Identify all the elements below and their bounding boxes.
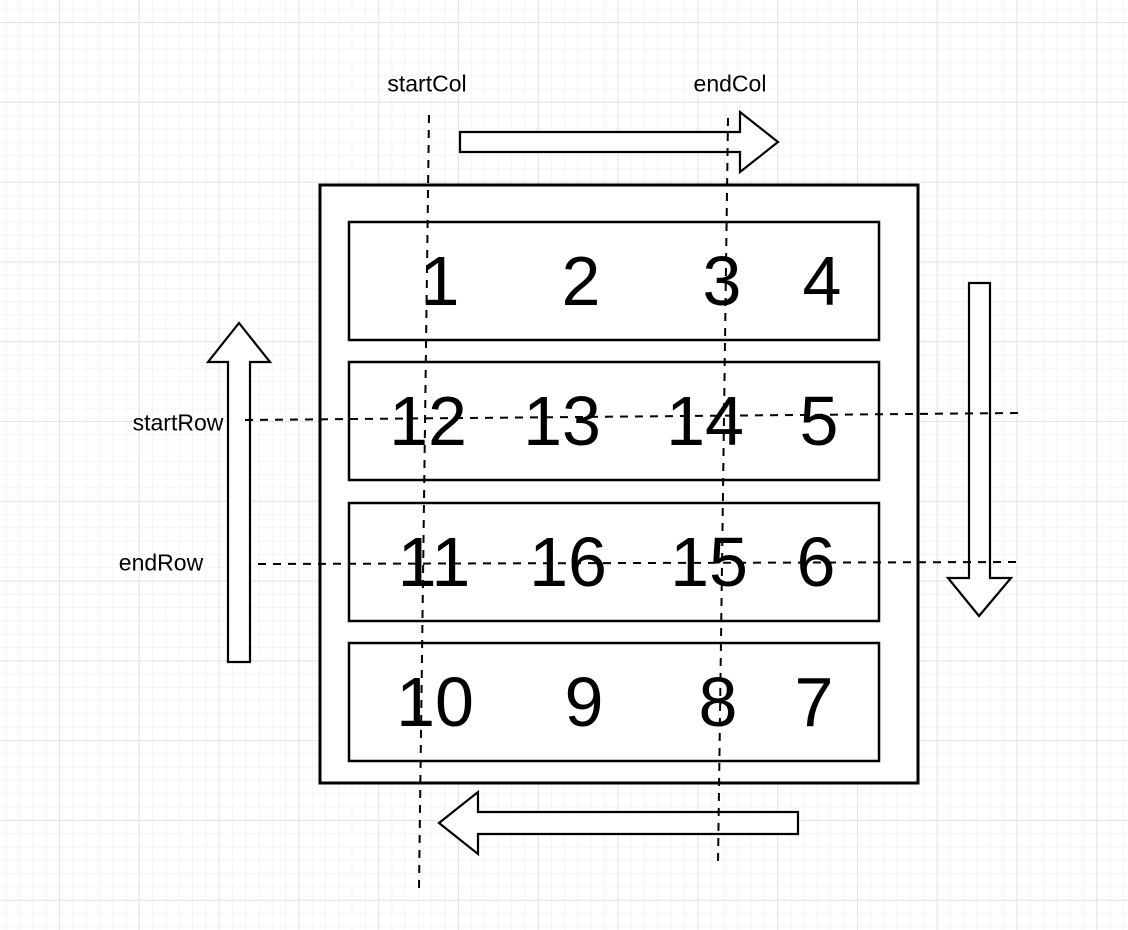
matrix-row-box-4 xyxy=(347,641,881,763)
matrix-cell: 2 xyxy=(561,242,601,320)
arrow-down-icon xyxy=(945,281,1014,618)
matrix-cell: 14 xyxy=(666,382,744,460)
matrix-cell: 11 xyxy=(397,523,471,601)
matrix-cell: 5 xyxy=(799,382,839,460)
startrow-label: startRow xyxy=(132,409,224,436)
matrix-cell: 4 xyxy=(802,242,842,320)
endcol-dashed-line xyxy=(717,117,729,865)
arrow-up-icon xyxy=(205,321,273,664)
matrix-cell: 1 xyxy=(420,242,460,320)
arrow-right-icon xyxy=(458,109,780,175)
matrix-cell: 9 xyxy=(564,663,604,741)
endcol-label: endCol xyxy=(693,70,767,97)
matrix-cell: 7 xyxy=(794,663,834,741)
arrow-left-icon xyxy=(437,789,800,857)
matrix-cell: 16 xyxy=(529,523,607,601)
matrix-row-box-1 xyxy=(347,220,881,342)
matrix-cell: 6 xyxy=(796,523,836,601)
matrix-cell: 8 xyxy=(698,663,738,741)
startcol-label: startCol xyxy=(387,70,467,97)
matrix-cell: 12 xyxy=(389,382,467,460)
matrix-cell: 13 xyxy=(523,382,601,460)
matrix-row-box-2 xyxy=(347,360,881,482)
endrow-dashed-line xyxy=(257,561,1019,565)
matrix-cell: 15 xyxy=(670,523,748,601)
endrow-label: endRow xyxy=(118,549,204,576)
matrix-cell: 10 xyxy=(396,663,474,741)
matrix-cell: 3 xyxy=(702,242,742,320)
